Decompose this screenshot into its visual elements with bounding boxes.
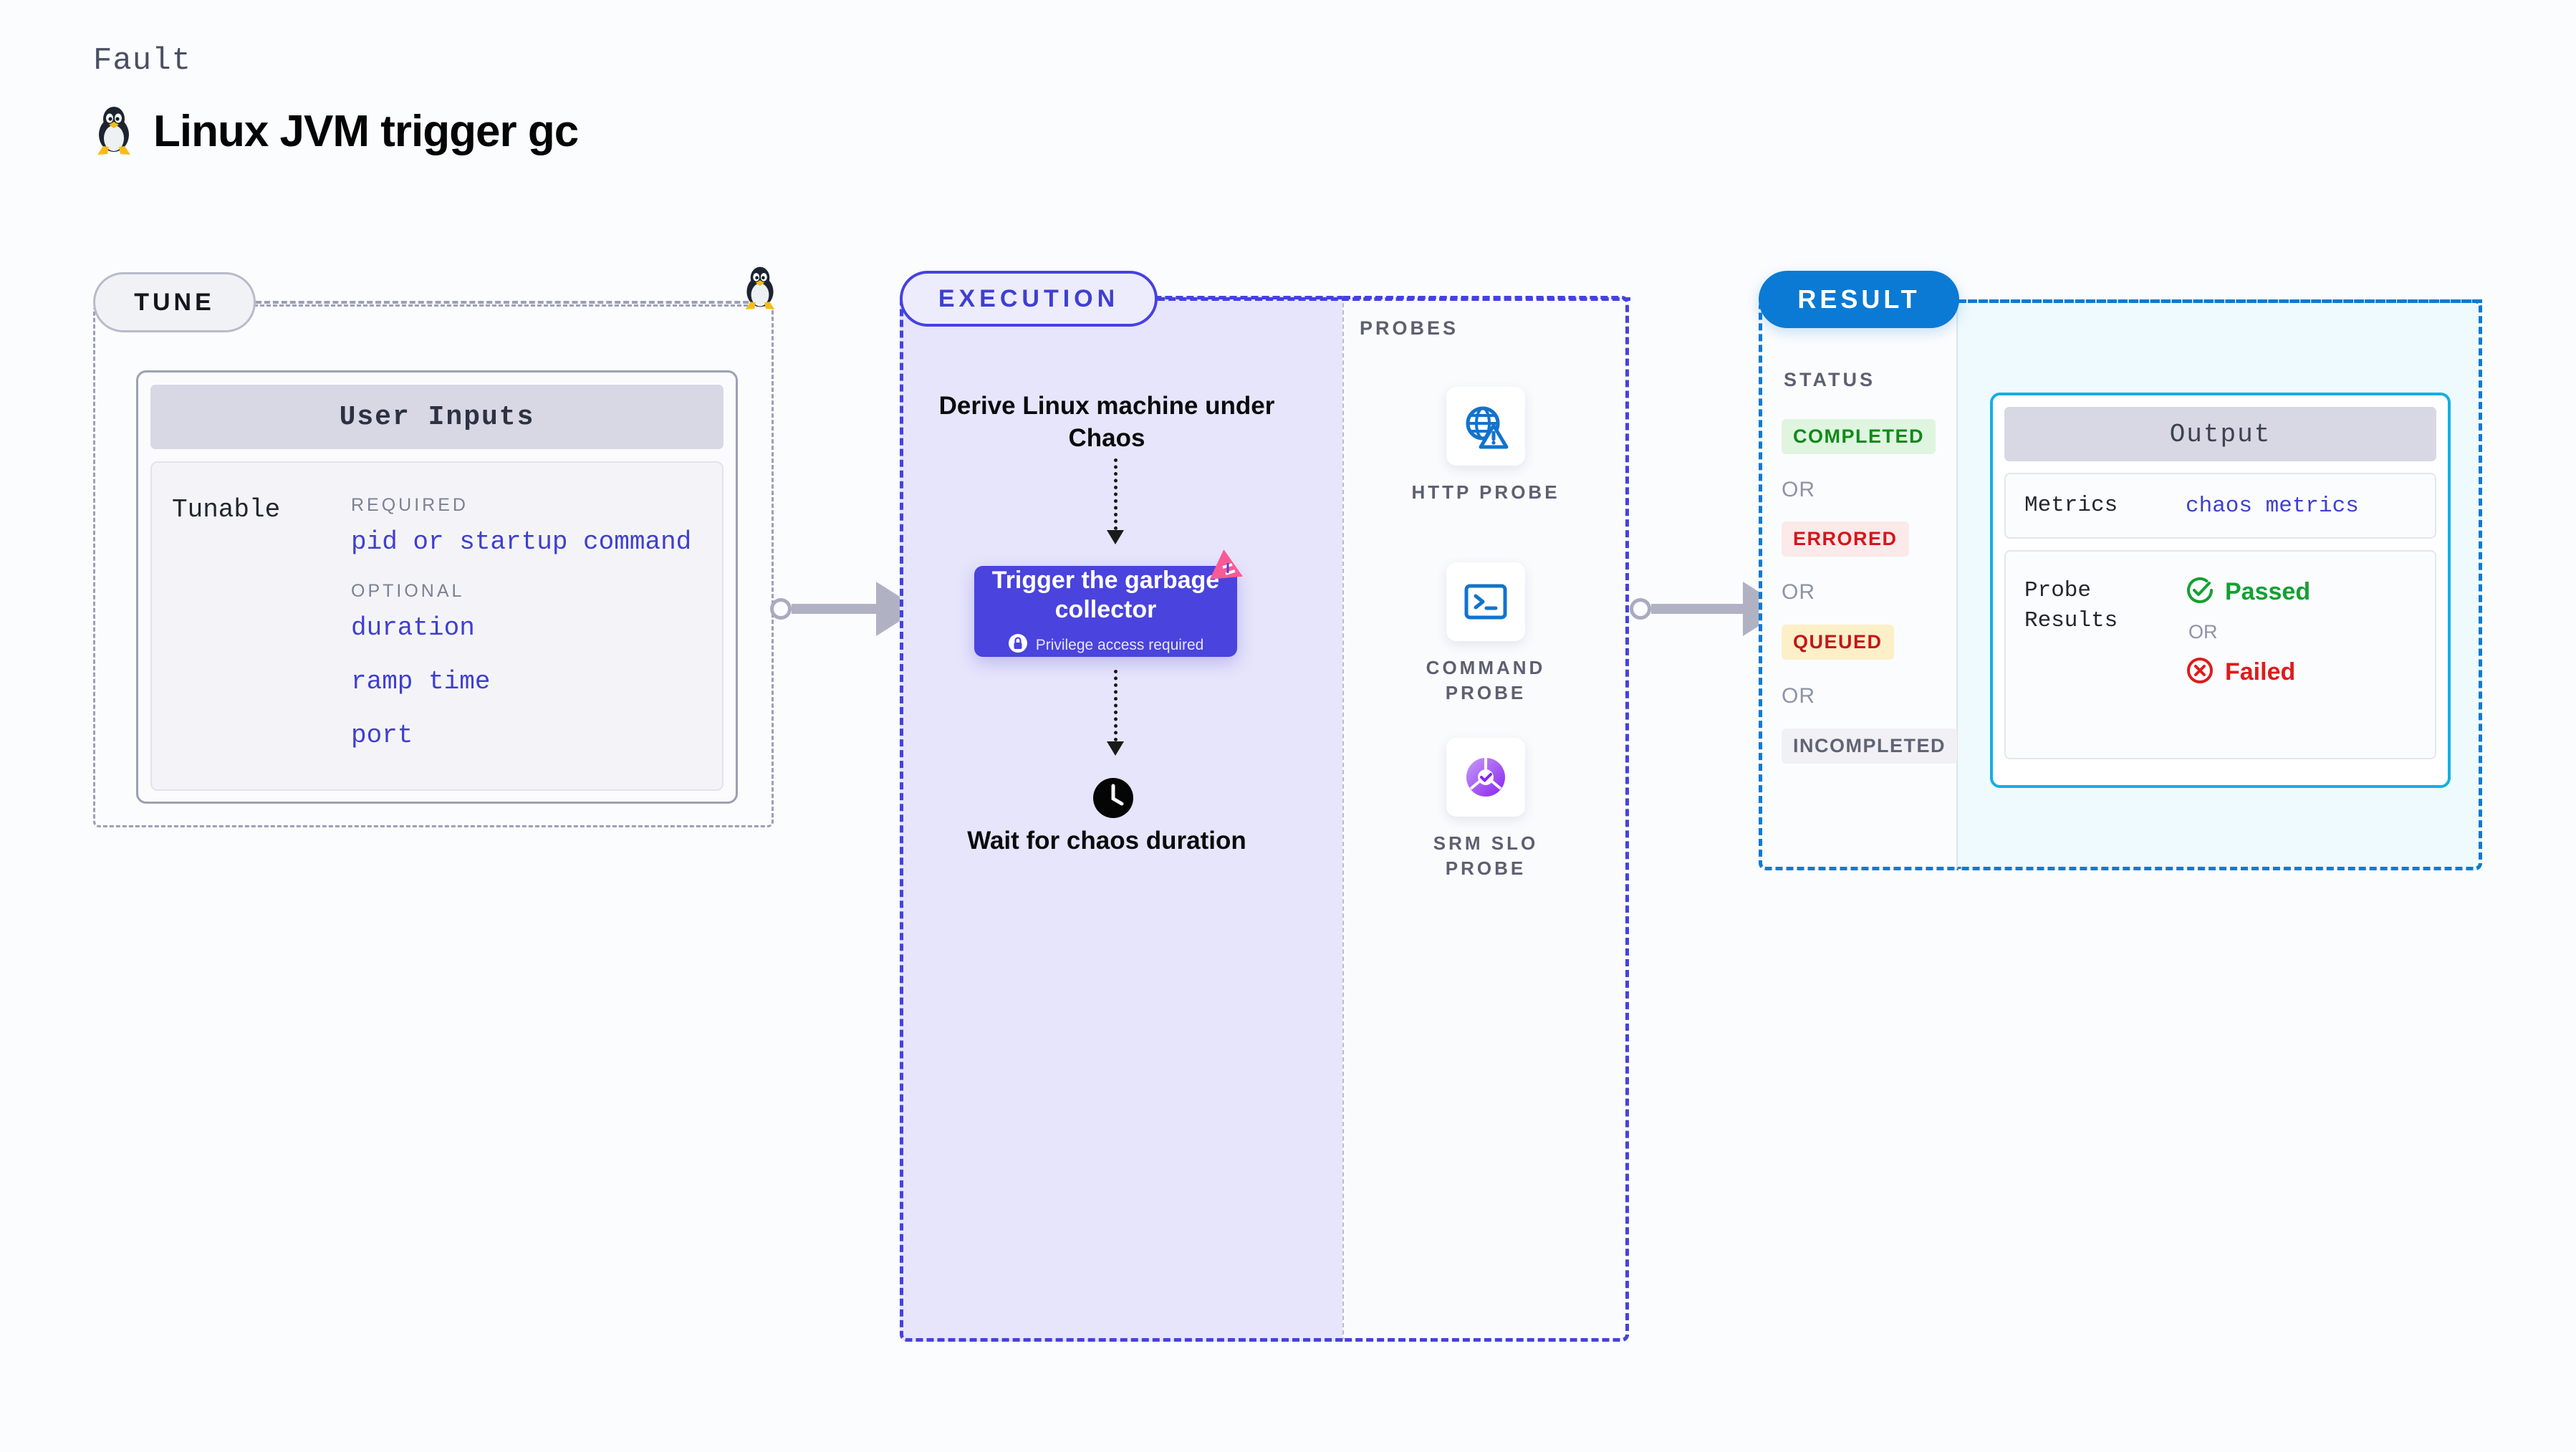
result-connector-dash [1959, 299, 2482, 303]
user-inputs-title: User Inputs [150, 385, 724, 449]
tunable-item-pid[interactable]: pid or startup command [351, 527, 692, 557]
privilege-row: Privilege access required [1008, 633, 1204, 657]
status-or-2: OR [1782, 684, 1815, 708]
probe-http-label: HTTP PROBE [1411, 481, 1560, 503]
connector-start-dot [770, 598, 792, 620]
probes-title: PROBES [1360, 317, 1459, 339]
arrow-line [1113, 458, 1118, 530]
trigger-gc-title: Trigger the garbage collector [991, 566, 1220, 623]
tux-penguin-icon [93, 105, 135, 158]
user-inputs-card: User Inputs Tunable REQUIRED pid or star… [136, 370, 738, 804]
check-circle-icon [2186, 576, 2214, 608]
probe-command[interactable]: COMMAND PROBE [1400, 562, 1572, 706]
slo-donut-check-icon [1446, 738, 1525, 817]
metrics-key: Metrics [2024, 493, 2118, 519]
arrow-head [1107, 741, 1124, 756]
ribbon-badge-icon [1208, 549, 1247, 589]
globe-warning-icon [1446, 387, 1525, 466]
clock-icon [1092, 777, 1134, 822]
terminal-prompt-icon [1446, 562, 1525, 641]
arrow-head [1107, 530, 1124, 544]
probe-http[interactable]: HTTP PROBE [1400, 387, 1572, 505]
probe-results-row: Probe Results Passed OR [2004, 550, 2436, 759]
connector-line [792, 604, 878, 614]
page-title: Linux JVM trigger gc [153, 107, 579, 156]
connector-start-dot [1630, 598, 1651, 620]
probe-result-passed: Passed [2186, 576, 2310, 608]
status-or-0: OR [1782, 478, 1815, 501]
fault-eyebrow-label: Fault [93, 43, 192, 79]
status-badge-queued: QUEUED [1782, 625, 1894, 660]
arrow-line [1113, 670, 1118, 741]
probe-result-failed: Failed [2186, 656, 2310, 688]
status-or-1: OR [1782, 580, 1815, 604]
execution-arrow-1 [1107, 458, 1124, 544]
passed-label: Passed [2225, 578, 2311, 605]
probe-command-label: COMMAND PROBE [1426, 657, 1546, 704]
optional-heading: OPTIONAL [351, 581, 465, 601]
probe-srm-slo[interactable]: SRM SLO PROBE [1400, 738, 1572, 881]
metrics-value[interactable]: chaos metrics [2186, 493, 2359, 519]
failed-label: Failed [2225, 658, 2296, 686]
x-circle-icon [2186, 656, 2214, 688]
execution-badge: EXECUTION [900, 271, 1158, 327]
tunable-item-ramp-time[interactable]: ramp time [351, 667, 491, 696]
tune-panel [93, 304, 774, 827]
execution-step-wait: Wait for chaos duration [967, 827, 1246, 855]
metrics-row: Metrics chaos metrics [2004, 473, 2436, 539]
tune-badge: TUNE [93, 272, 256, 332]
output-title: Output [2004, 407, 2436, 461]
trigger-gc-card[interactable]: Trigger the garbage collector Privilege … [974, 549, 1243, 657]
page-header: Fault Linux JVM trigger gc [93, 43, 579, 158]
lock-icon [1008, 633, 1028, 657]
tune-connector-dash [256, 301, 766, 304]
privilege-note: Privilege access required [1035, 636, 1204, 653]
page-title-row: Linux JVM trigger gc [93, 105, 579, 158]
tunable-label: Tunable [172, 495, 281, 524]
status-badge-incompleted: INCOMPLETED [1782, 729, 1958, 764]
status-badge-completed: COMPLETED [1782, 419, 1936, 454]
required-heading: REQUIRED [351, 495, 468, 515]
execution-step-derive: Derive Linux machine under Chaos [938, 392, 1275, 452]
probe-srm-slo-label: SRM SLO PROBE [1433, 832, 1539, 880]
probe-results-values: Passed OR Failed [2186, 576, 2310, 742]
output-card: Output Metrics chaos metrics Probe Resul… [1990, 393, 2451, 788]
result-badge: RESULT [1759, 271, 1959, 328]
connector-line [1651, 604, 1744, 614]
execution-connector-dash [1158, 297, 1630, 301]
tunable-item-port[interactable]: port [351, 721, 413, 750]
status-badge-errored: ERRORED [1782, 521, 1909, 557]
probe-results-key: Probe Results [2024, 578, 2118, 633]
probe-result-or: OR [2188, 621, 2218, 643]
tune-corner-penguin-icon [741, 265, 779, 313]
tunable-item-duration[interactable]: duration [351, 613, 475, 643]
tunable-section: Tunable REQUIRED pid or startup command … [150, 461, 724, 791]
execution-arrow-2 [1107, 670, 1124, 756]
status-title: STATUS [1784, 369, 1875, 390]
tunable-values: REQUIRED pid or startup command OPTIONAL… [351, 495, 691, 789]
